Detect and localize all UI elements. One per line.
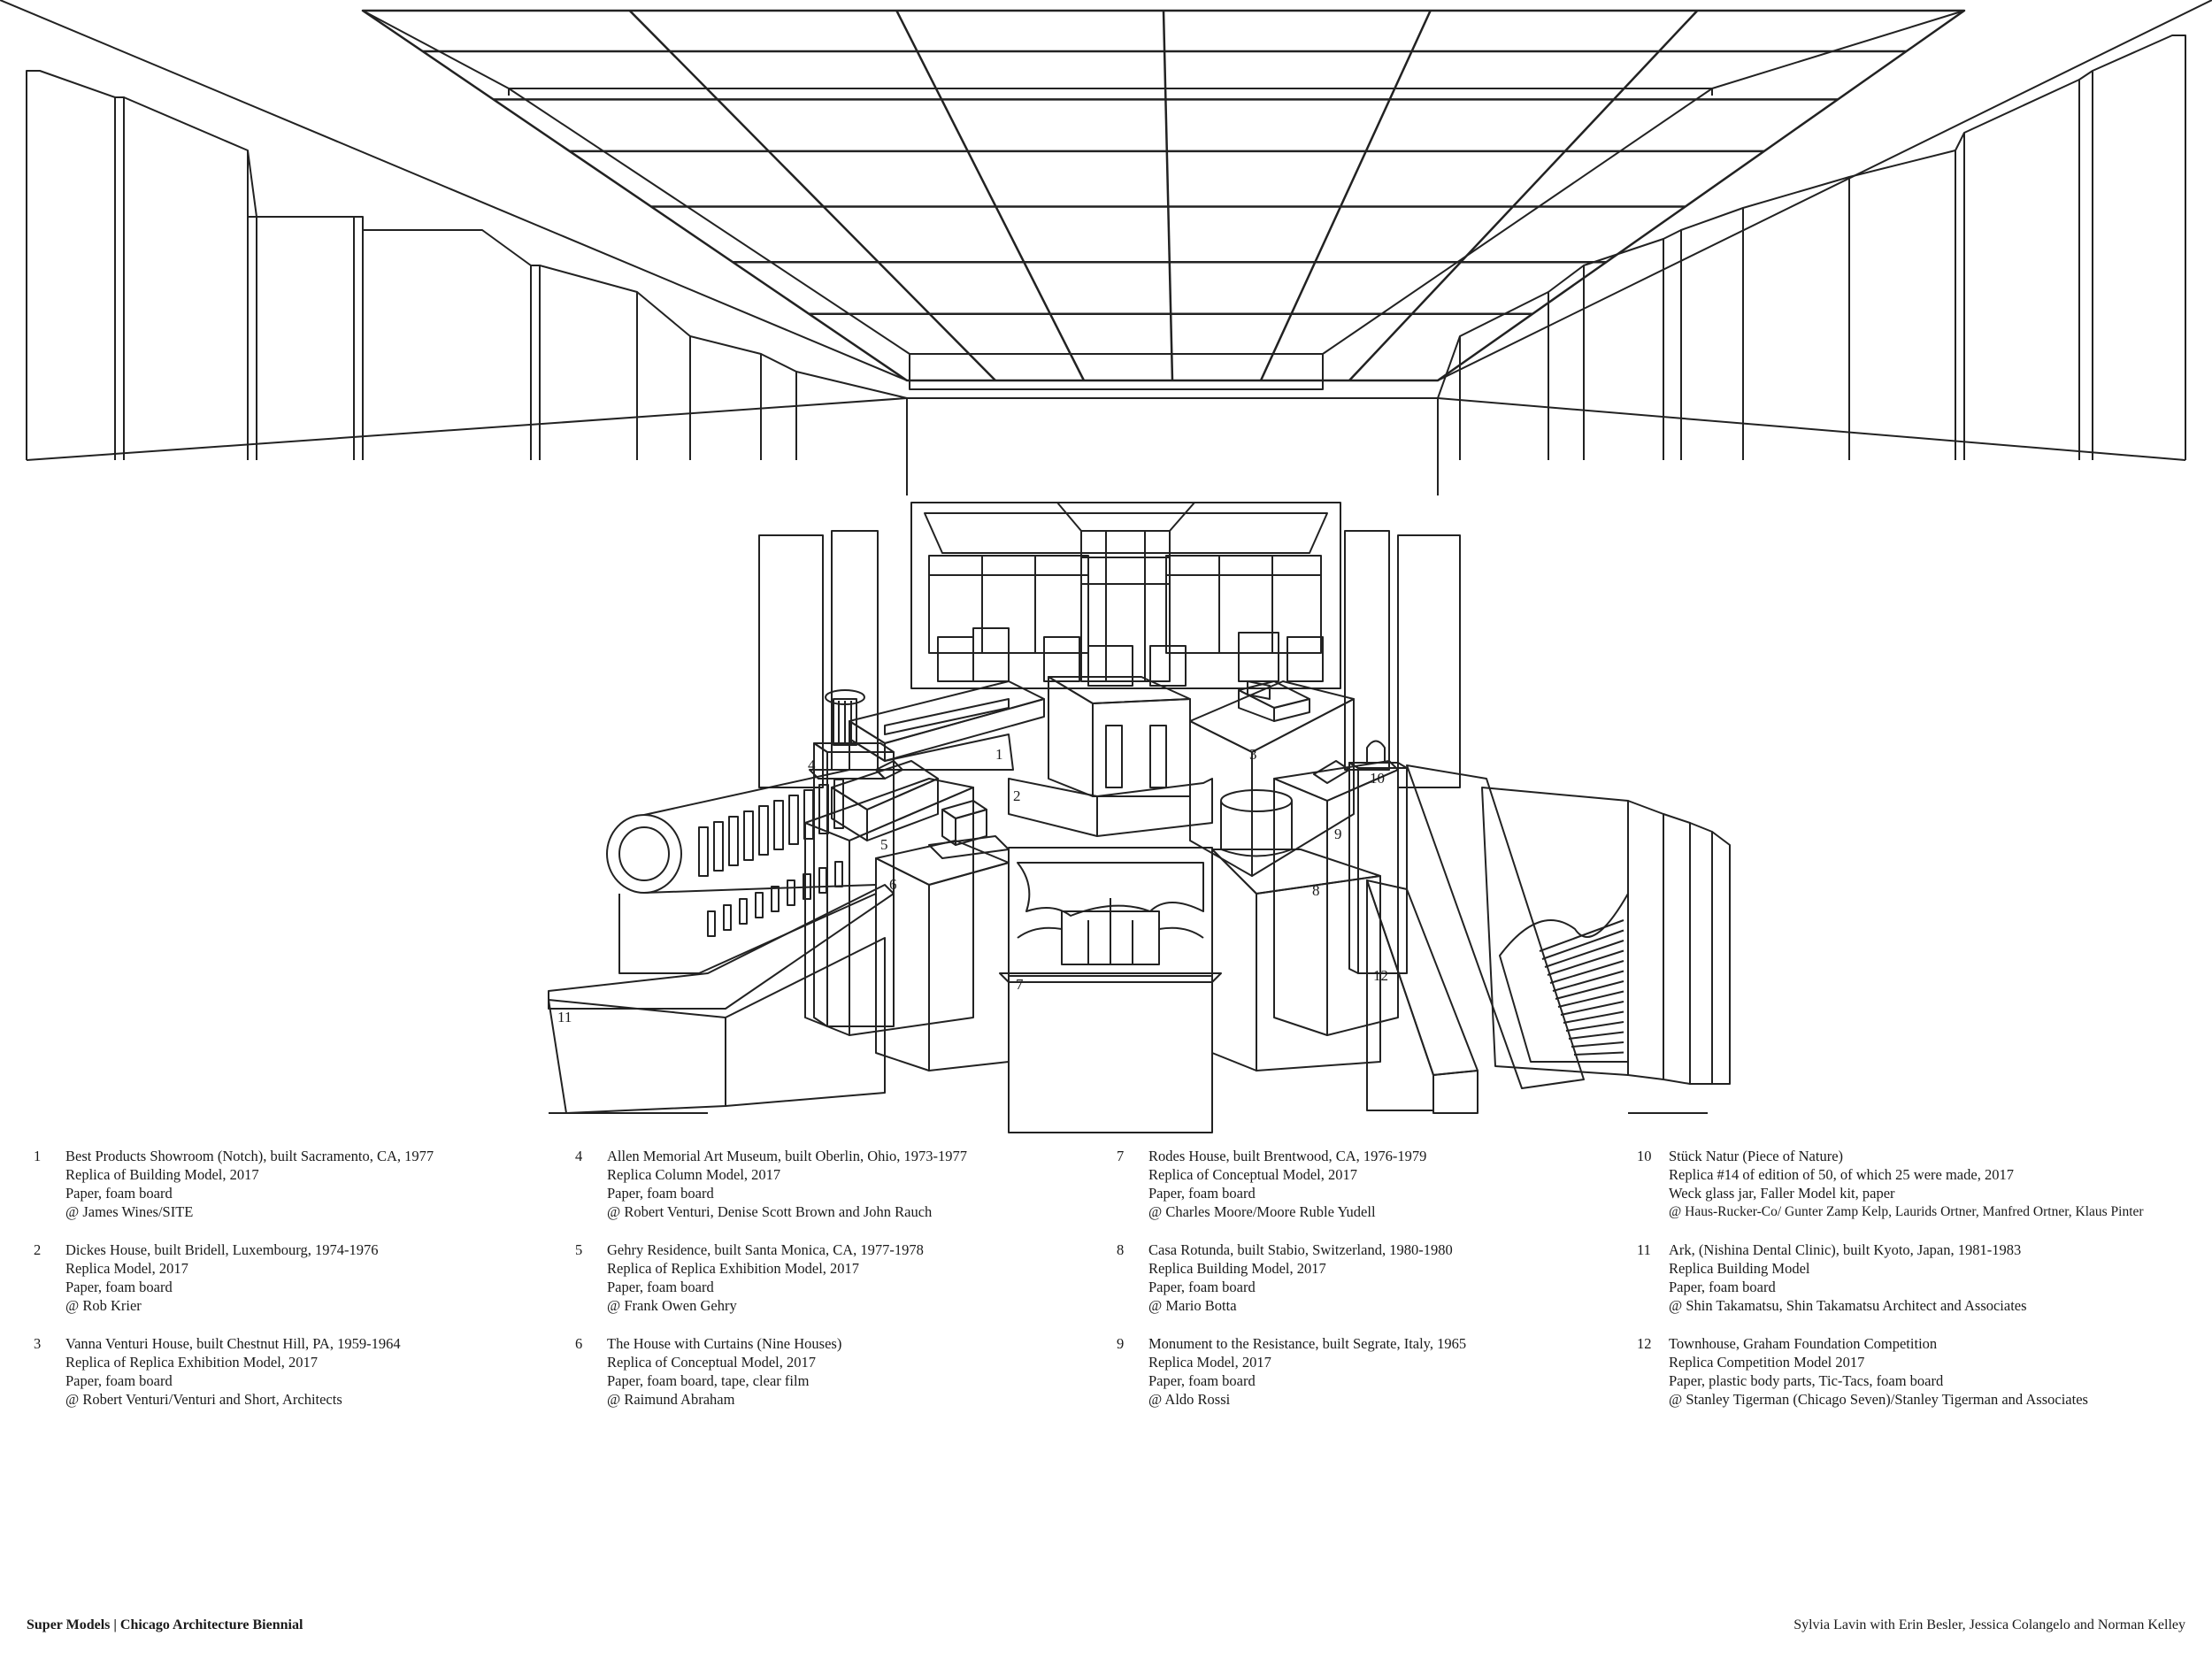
callout-2: 2 <box>1013 787 1021 804</box>
ark-window <box>739 898 748 925</box>
legend-entry-3: 3 Vanna Venturi House, built Chestnut Hi… <box>34 1335 401 1408</box>
footer-credits: Sylvia Lavin with Erin Besler, Jessica C… <box>1793 1617 2185 1632</box>
legend-entry-12: 12 Townhouse, Graham Foundation Competit… <box>1637 1335 2088 1408</box>
ark-chimney <box>803 789 814 840</box>
stair-tread <box>1571 1041 1624 1048</box>
legend-column-2: 4 Allen Memorial Art Museum, built Oberl… <box>575 1147 1106 1428</box>
skylight-mullion <box>628 10 996 381</box>
model-5-gehry-residence <box>804 760 974 1036</box>
callout-3: 3 <box>1249 746 1257 763</box>
stair-tread <box>1565 1021 1624 1032</box>
skylight-mullion <box>895 10 1086 381</box>
ark-window <box>723 904 732 931</box>
callout-1: 1 <box>995 746 1003 763</box>
stair-tread <box>1560 1001 1624 1016</box>
model-8-casa-rotunda <box>1211 789 1381 1071</box>
ceiling-skylight-grid <box>361 9 1966 390</box>
legend-column-1: 1 Best Products Showroom (Notch), built … <box>34 1147 565 1428</box>
ark-window <box>771 886 780 912</box>
back-gallery-room <box>910 502 1341 689</box>
legend-entry-9: 9 Monument to the Resistance, built Segr… <box>1117 1335 1467 1408</box>
stair-tread <box>1552 970 1624 992</box>
stair-tread <box>1555 980 1624 1000</box>
callout-5: 5 <box>880 836 888 853</box>
model-legend: 1 Best Products Showroom (Notch), built … <box>0 1147 2212 1465</box>
callout-12: 12 <box>1373 967 1388 984</box>
model-1-best-products-showroom <box>849 680 1045 771</box>
ark-chimney <box>728 816 739 866</box>
model-11-ark-dental-clinic <box>548 769 895 1114</box>
ark-chimney <box>743 810 754 861</box>
model-6-house-with-curtains <box>875 800 1010 1071</box>
legend-entry-5: 5 Gehry Residence, built Santa Monica, C… <box>575 1241 924 1314</box>
legend-entry-10: 10 Stück Natur (Piece of Nature) Replica… <box>1637 1148 2144 1219</box>
ark-chimney <box>818 784 829 834</box>
callout-11: 11 <box>557 1009 572 1025</box>
gallery-perspective-drawing: 1 2 3 4 5 6 7 8 9 10 11 12 <box>0 0 2212 1133</box>
stair-tread <box>1547 949 1624 976</box>
callout-8: 8 <box>1312 882 1320 899</box>
ark-chimney <box>788 795 799 845</box>
model-3-vanna-venturi-house <box>1189 680 1355 877</box>
legend-entry-6: 6 The House with Curtains (Nine Houses) … <box>575 1335 842 1408</box>
ark-window <box>787 879 795 906</box>
model-10-stuck-natur-jar <box>1348 740 1408 974</box>
ark-chimney <box>833 779 844 829</box>
right-wall-panels <box>1437 35 2186 495</box>
left-wall-panels <box>26 70 908 495</box>
ark-window <box>818 867 827 894</box>
ark-chimney <box>713 821 724 872</box>
legend-column-4: 10 Stück Natur (Piece of Nature) Replica… <box>1637 1147 2203 1428</box>
stair-tread <box>1544 940 1624 968</box>
free-standing-panels <box>758 530 1461 788</box>
ark-chimney <box>773 800 784 850</box>
model-7-rodes-house <box>999 847 1222 1133</box>
ark-window <box>755 892 764 918</box>
callout-4: 4 <box>808 757 816 773</box>
callout-10: 10 <box>1370 770 1385 787</box>
model-9-monument-resistance <box>1273 760 1399 1036</box>
legend-entry-2: 2 Dickes House, built Bridell, Luxembour… <box>34 1241 379 1314</box>
stair-tread <box>1573 1051 1624 1056</box>
skylight-mullion <box>1259 10 1432 381</box>
ark-chimney <box>698 826 709 877</box>
legend-entry-1: 1 Best Products Showroom (Notch), built … <box>34 1148 434 1220</box>
legend-entry-11: 11 Ark, (Nishina Dental Clinic), built K… <box>1637 1241 2027 1314</box>
ark-window <box>803 873 811 900</box>
footer-title: Super Models | Chicago Architecture Bien… <box>27 1617 303 1632</box>
stair-tread <box>1563 1010 1624 1024</box>
skylight-mullion <box>1348 10 1699 381</box>
callout-7: 7 <box>1016 976 1024 993</box>
legend-entry-4: 4 Allen Memorial Art Museum, built Oberl… <box>575 1148 967 1220</box>
legend-entry-8: 8 Casa Rotunda, built Stabio, Switzerlan… <box>1117 1241 1453 1314</box>
stair-tread <box>1539 919 1624 952</box>
legend-column-3: 7 Rodes House, built Brentwood, CA, 1976… <box>1117 1147 1647 1428</box>
callout-9: 9 <box>1334 826 1342 842</box>
model-12-townhouse <box>1366 764 1731 1114</box>
stair-tread <box>1541 929 1624 960</box>
ark-window <box>834 861 843 887</box>
callout-6: 6 <box>889 876 897 893</box>
stair-tread <box>1549 960 1624 984</box>
stair-tread <box>1557 990 1624 1008</box>
ark-window <box>707 910 716 937</box>
skylight-mullion <box>1162 10 1174 381</box>
ark-chimney <box>758 805 769 856</box>
stair-tread <box>1568 1031 1624 1040</box>
model-callouts: 1 2 3 4 5 6 7 8 9 10 11 12 <box>557 746 1388 1025</box>
legend-entry-7: 7 Rodes House, built Brentwood, CA, 1976… <box>1117 1148 1427 1220</box>
